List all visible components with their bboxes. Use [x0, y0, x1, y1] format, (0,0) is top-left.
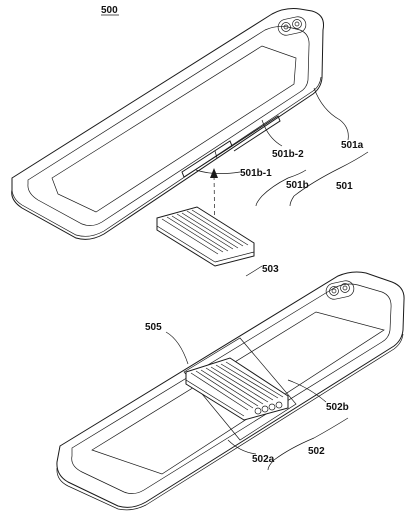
upper-leaders [195, 87, 349, 277]
lower-camera-module [325, 280, 355, 300]
upper-device [11, 8, 324, 240]
label-501b: 501b [286, 180, 309, 191]
figure-number: 500 [101, 5, 119, 16]
fold-area [183, 337, 297, 441]
camera-module [277, 16, 307, 36]
label-501b-1: 501b-1 [240, 168, 272, 179]
upper-device-outline [11, 8, 324, 240]
lower-display-panel [91, 311, 385, 475]
figure-number-text: 500 [101, 5, 118, 16]
upper-rear-plate [27, 26, 310, 226]
lower-bracket [267, 417, 349, 471]
hinge-openings [181, 115, 281, 178]
upper-brackets [255, 151, 369, 207]
label-502b: 502b [326, 402, 349, 413]
assembled-hinge [185, 357, 289, 421]
label-501b-2: 501b-2 [272, 149, 304, 160]
label-501a: 501a [341, 140, 364, 151]
label-502a: 502a [252, 454, 275, 465]
lower-inner-bezel [71, 283, 392, 494]
upper-inner-panel [51, 45, 297, 213]
label-501: 501 [336, 181, 353, 192]
label-505: 505 [145, 322, 162, 333]
lower-device-outline [56, 271, 405, 508]
upper-device-edge [11, 76, 322, 237]
insertion-arrow [210, 168, 218, 251]
lower-device-edge [56, 333, 404, 511]
lower-leaders [165, 331, 327, 455]
hinge-insert [156, 206, 255, 267]
label-502: 502 [308, 446, 325, 457]
label-503: 503 [262, 264, 279, 275]
lower-device [56, 271, 405, 511]
